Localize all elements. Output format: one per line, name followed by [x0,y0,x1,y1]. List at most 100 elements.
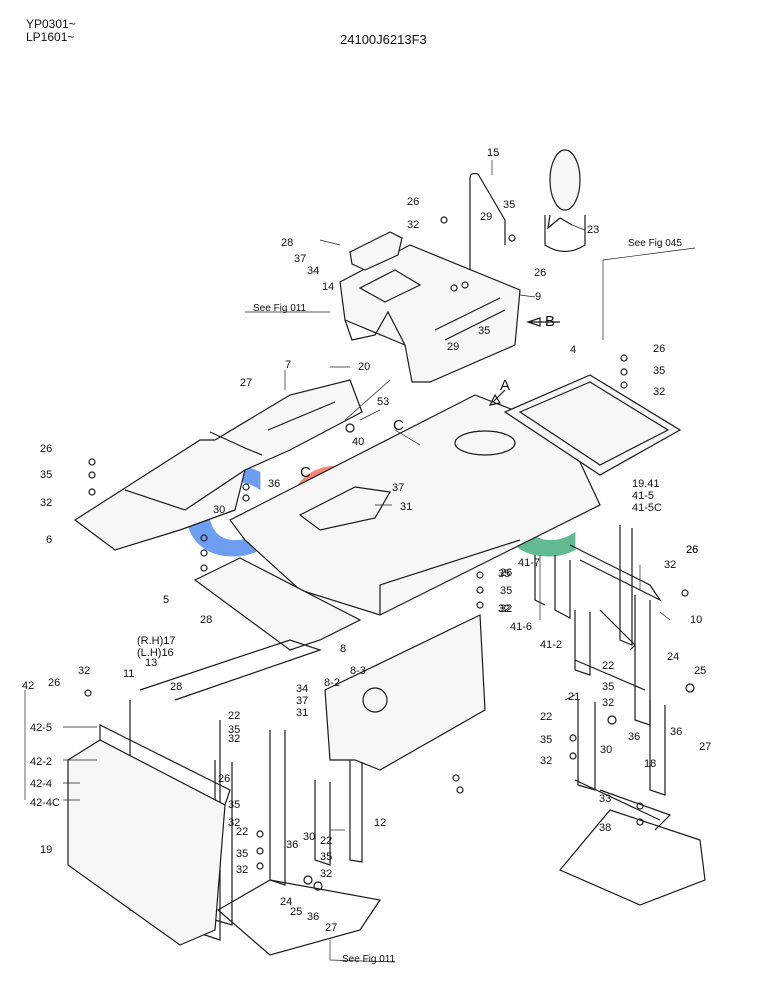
part-callout-35: 35 [540,734,552,746]
part-callout-21: 21 [568,691,580,703]
part-callout-7: 7 [285,359,291,371]
part-callout-37: 37 [294,253,306,265]
part-callout-41-6: 41-6 [510,621,532,633]
part-callout-35: 35 [503,199,515,211]
view-marker-b: B [545,313,555,330]
part-callout--l-h-16: (L.H)16 [137,647,174,659]
part-callout-12: 12 [374,817,386,829]
part-callout-32: 32 [540,755,552,767]
leader-lines [24,160,696,963]
part-callout-34: 34 [307,265,319,277]
right-frame [534,525,662,726]
part-callout-26: 26 [40,443,52,455]
part-callout-35: 35 [500,585,512,597]
part-callout-5: 5 [163,594,169,606]
part-callout-26: 26 [686,544,698,556]
part-callout-42: 42 [22,680,34,692]
part-callout-27: 27 [240,377,252,389]
part-callout-34: 34 [296,683,308,695]
part-callout-30: 30 [303,831,315,843]
part-callout-24: 24 [667,651,679,663]
part-callout-35: 35 [228,724,240,736]
part-callout-26: 26 [500,567,512,579]
part-callout--r-h-17: (R.H)17 [137,635,176,647]
part-callout-35: 35 [498,568,510,580]
part-callout-8-3: 8-3 [350,665,366,677]
part-callout-41-7: 41-7 [518,557,540,569]
handrail-15 [469,172,506,270]
part-callout-38: 38 [599,822,611,834]
part-callout-36: 36 [268,478,280,490]
part-callout-30: 30 [213,504,225,516]
part-callout-19-41: 19.41 [632,478,660,490]
part-callout-28: 28 [200,614,212,626]
part-callout-26: 26 [686,544,698,556]
part-callout-41-5: 41-5 [632,490,654,502]
part-callout-26: 26 [534,267,546,279]
part-callout-32: 32 [664,559,676,571]
part-callout-35: 35 [478,325,490,337]
view-marker-c-upper: C [393,417,404,434]
base-left [216,879,382,956]
bracket-14 [349,231,403,271]
part-callout-36: 36 [628,731,640,743]
ref-fig-011-top[interactable]: See Fig 011 [253,303,307,314]
part-callout-22: 22 [228,710,240,722]
part-callout-41-2: 41-2 [540,639,562,651]
part-callout-19: 19 [40,844,52,856]
floor-plate [73,379,363,551]
part-callout-8-2: 8-2 [324,677,340,689]
part-callout-9: 9 [535,291,541,303]
part-callout-32: 32 [320,868,332,880]
part-callout-37: 37 [296,695,308,707]
part-callout-36: 36 [670,726,682,738]
part-callout-36: 36 [286,839,298,851]
part-callout-42-4c: 42-4C [30,797,60,809]
part-callout-31: 31 [400,501,412,513]
part-callout-36: 36 [307,911,319,923]
part-callout-27: 27 [699,741,711,753]
part-callout-33: 33 [599,793,611,805]
part-callout-31: 31 [296,707,308,719]
part-callout-35: 35 [320,851,332,863]
front-panel-5 [193,557,362,651]
part-callout-32: 32 [228,817,240,829]
ref-fig-045[interactable]: See Fig 045 [628,238,682,249]
part-callout-11: 11 [123,668,134,680]
serial-range-2: LP1601~ [26,30,75,44]
part-callout-14: 14 [322,281,334,293]
main-cover [229,394,601,616]
part-callout-28: 28 [170,681,182,693]
serial-range-1: YP0301~ [26,17,76,31]
part-callout-42-4: 42-4 [30,778,52,790]
part-callout-41-5c: 41-5C [632,502,662,514]
part-callout-32: 32 [78,665,90,677]
part-callout-29: 29 [480,211,492,223]
center-bulkhead [324,614,486,771]
part-callout-32: 32 [500,603,512,615]
fasteners [84,216,695,891]
door-42 [67,724,231,946]
part-callout-26: 26 [407,196,419,208]
reservoir-4 [544,149,586,253]
hood-cover [339,244,521,383]
part-callout-42-2: 42-2 [30,756,52,768]
part-callout-35: 35 [653,365,665,377]
part-callout-20: 20 [358,361,370,373]
part-callout-27: 27 [325,922,337,934]
part-callout-35: 35 [228,799,240,811]
part-callout-35: 35 [40,469,52,481]
part-callout-32: 32 [653,386,665,398]
part-callout-13: 13 [145,657,157,669]
part-callout-22: 22 [236,826,248,838]
part-callout-32: 32 [498,603,510,615]
ref-fig-011-bottom[interactable]: See Fig 011 [342,954,396,965]
part-callout-30: 30 [600,744,612,756]
part-callout-32: 32 [407,219,419,231]
part-callout-32: 32 [228,733,240,745]
part-callout-8: 8 [340,643,346,655]
part-callout-22: 22 [602,660,614,672]
part-callout-32: 32 [602,697,614,709]
part-callout-26: 26 [653,343,665,355]
part-callout-42-5: 42-5 [30,722,52,734]
